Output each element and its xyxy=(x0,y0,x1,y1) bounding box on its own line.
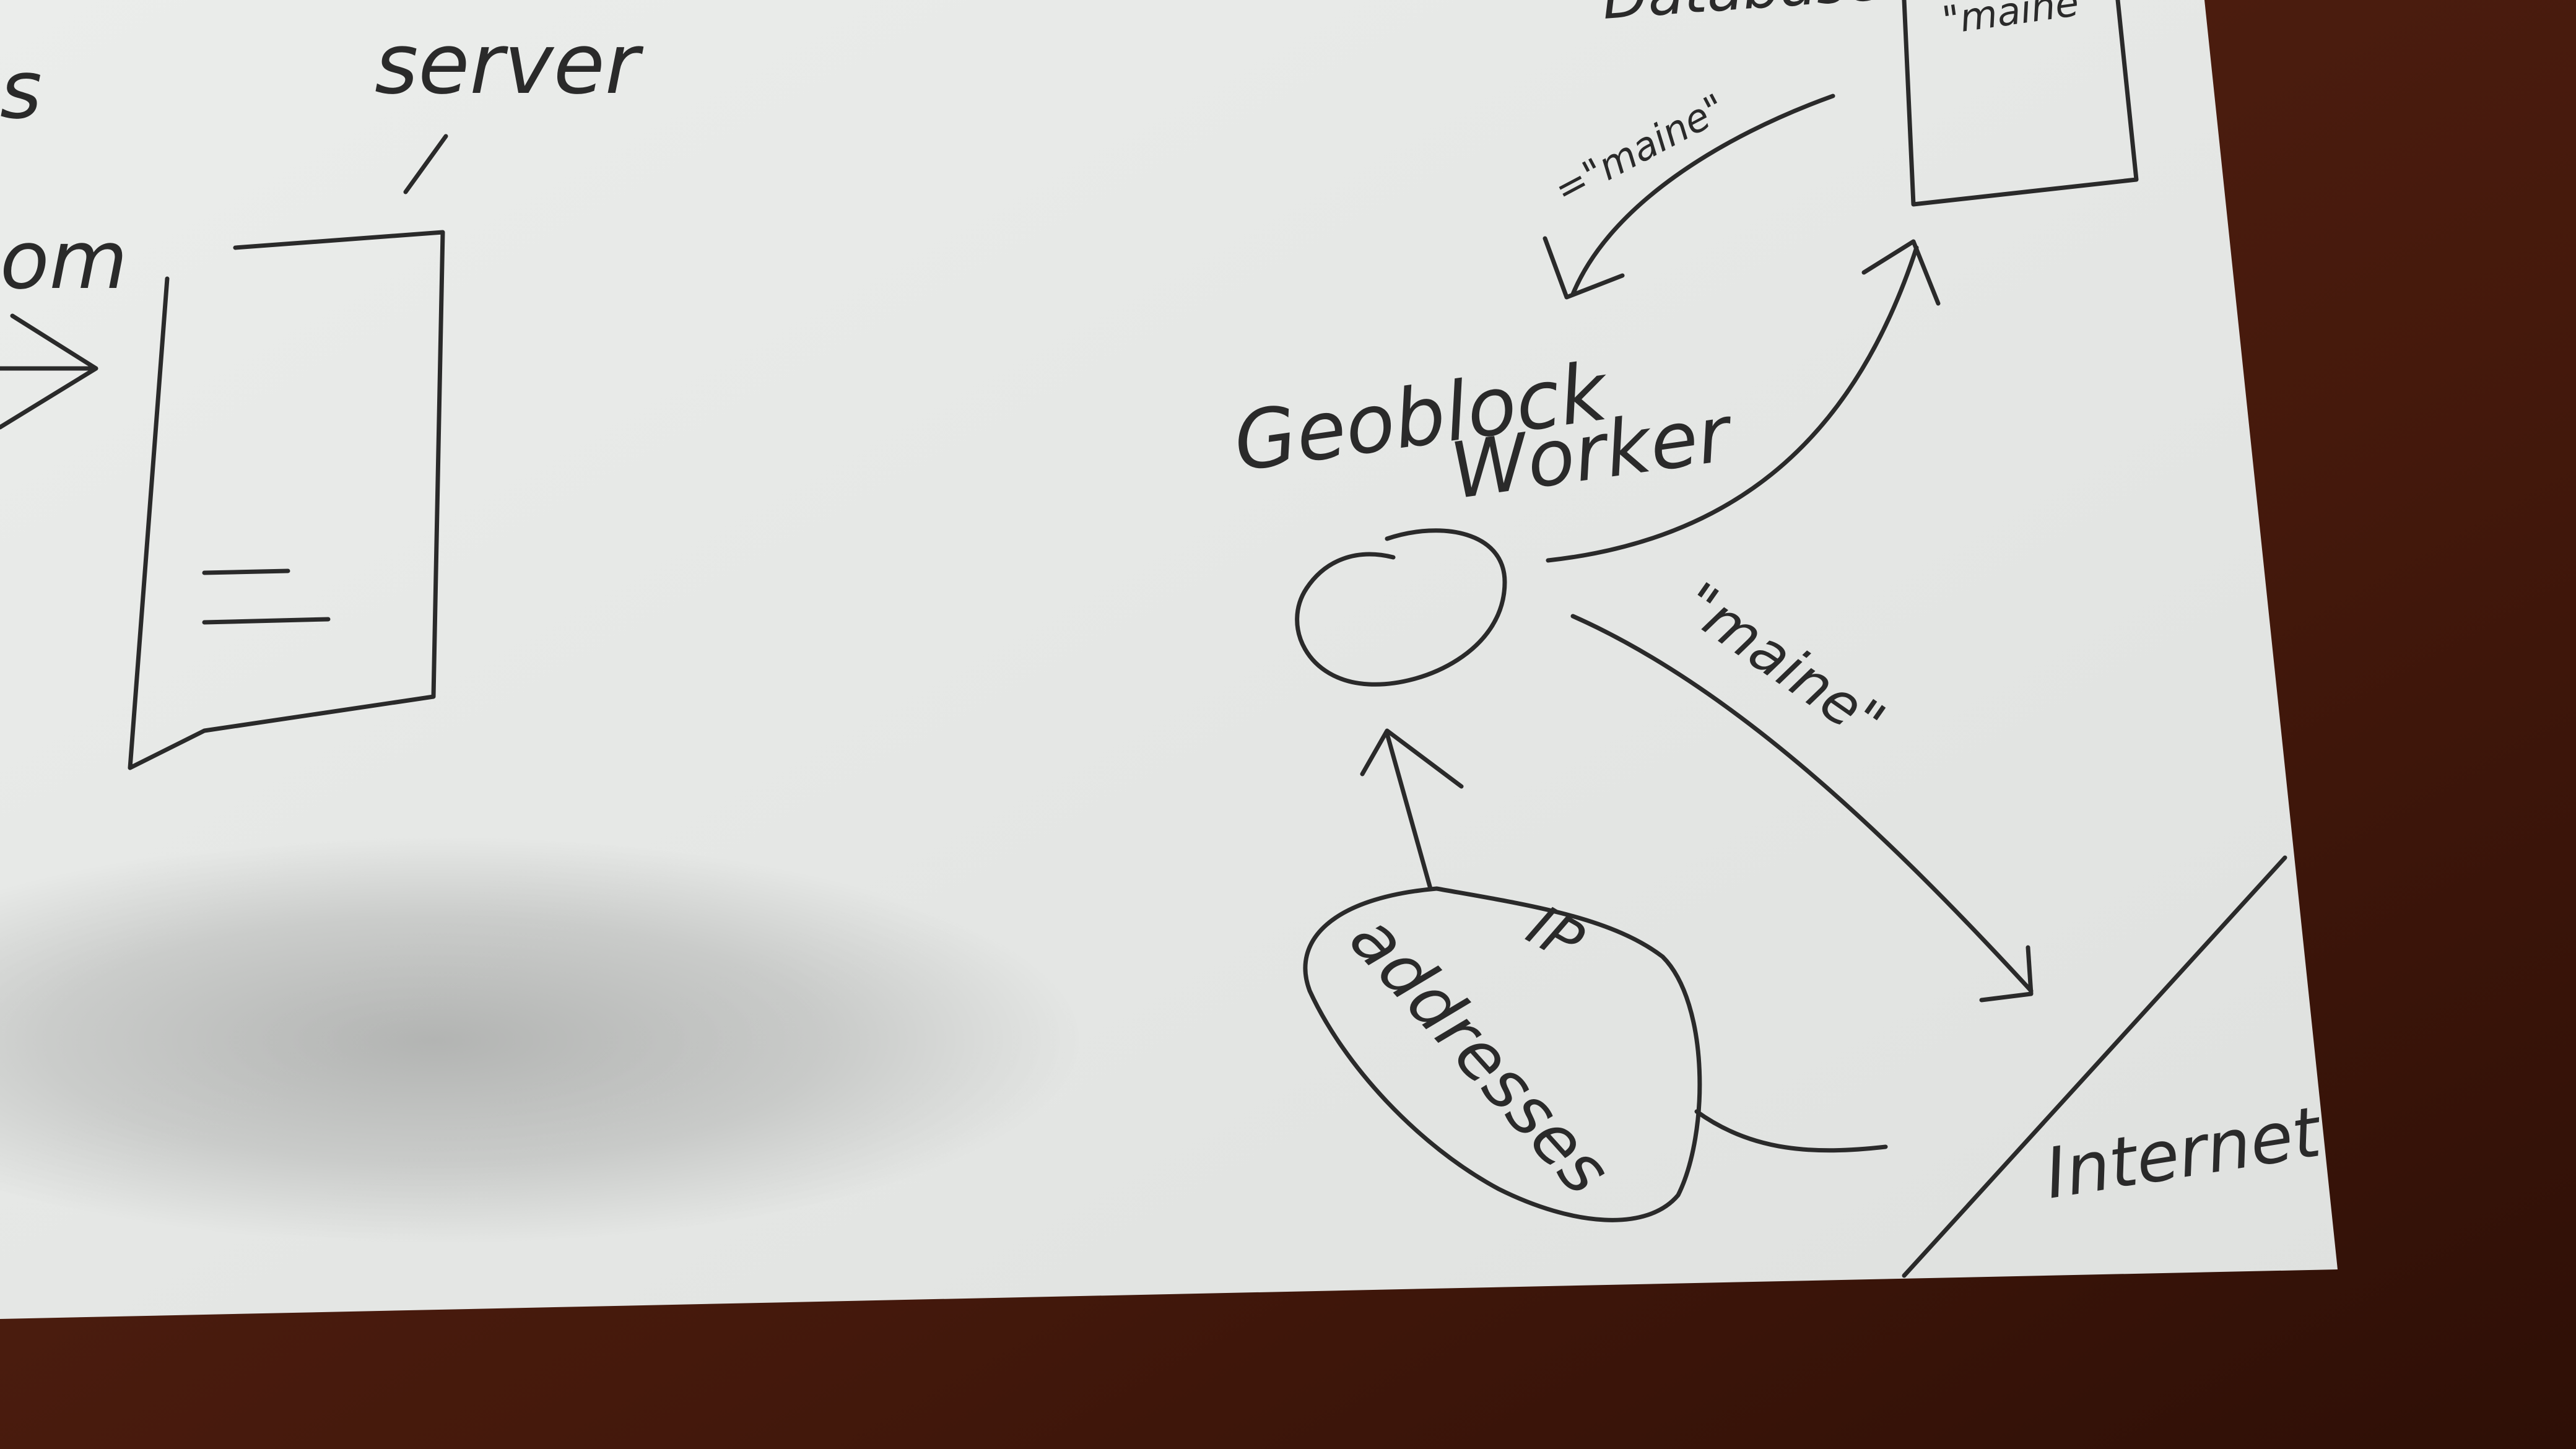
shadow xyxy=(0,836,1084,1245)
arrow-ip-to-worker xyxy=(1385,731,1433,891)
ip-blob xyxy=(1303,886,1702,1222)
arrow-worker-to-internet xyxy=(1570,614,2034,993)
worker-circle xyxy=(1295,528,1507,687)
label-server: server xyxy=(375,15,644,113)
arrow-db-to-worker-head xyxy=(1543,236,1625,300)
server-line-1 xyxy=(202,568,290,575)
server-box xyxy=(128,230,445,770)
left-arrow xyxy=(0,313,98,430)
server-pointer xyxy=(403,134,448,194)
arrow-ip-to-internet xyxy=(1694,1109,1888,1153)
label-fragment-om: om xyxy=(0,213,128,307)
server-line-2 xyxy=(202,617,331,625)
arrow-db-to-worker xyxy=(1570,94,1835,297)
arrow-worker-to-db xyxy=(1546,245,1919,563)
arrow-worker-to-internet-head xyxy=(1979,945,2034,1003)
database-box xyxy=(1902,0,2139,207)
internet-line xyxy=(1902,855,2287,1278)
arrow-worker-to-db-head xyxy=(1861,239,1941,306)
arrow-ip-to-worker-head xyxy=(1360,728,1464,789)
label-fragment-s: s xyxy=(0,43,42,137)
